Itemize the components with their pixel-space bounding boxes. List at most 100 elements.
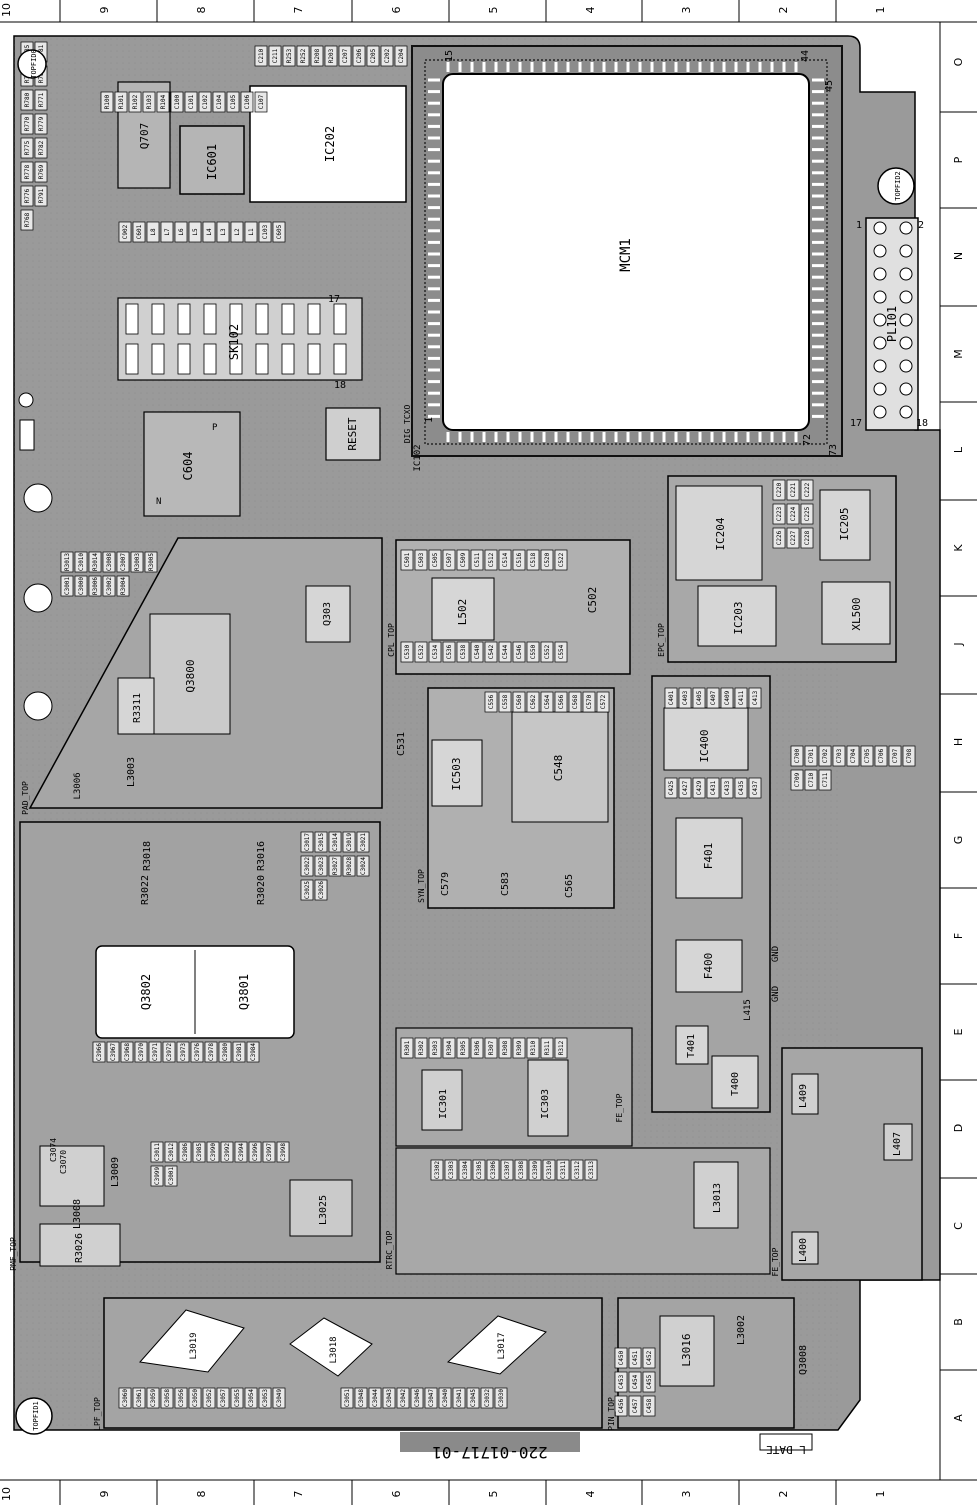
part-reference: C3312	[574, 1161, 581, 1179]
part-reference: C104	[216, 94, 223, 109]
part-reference: C457	[632, 1398, 639, 1413]
smd-pad	[300, 855, 314, 877]
part-reference: C710	[808, 772, 815, 787]
part-reference: R778	[24, 164, 31, 179]
part-reference: C507	[446, 552, 453, 567]
smd-pad	[526, 1037, 540, 1059]
smd-pad	[664, 687, 678, 709]
smd-pad	[540, 691, 554, 713]
part-reference: C572	[600, 694, 607, 709]
part-reference: C3023	[318, 857, 325, 875]
gnd-label-2: GND	[771, 986, 781, 1002]
smd-pad	[368, 1387, 382, 1409]
part-reference: C3973	[180, 1043, 187, 1061]
smd-pad	[218, 1041, 232, 1063]
fiducial-label-bottom: TOPFID1	[32, 1401, 40, 1431]
grid-row-label: P	[952, 156, 965, 163]
smd-pad	[88, 575, 102, 597]
smd-pad	[230, 221, 244, 243]
part-reference: R208	[314, 48, 321, 63]
part-reference: C103	[262, 224, 269, 239]
smd-pad	[314, 879, 328, 901]
part-reference: C3310	[546, 1161, 553, 1179]
part-reference: R776	[24, 188, 31, 203]
part-reference: C3059	[150, 1389, 157, 1407]
part-reference: C3046	[414, 1389, 421, 1407]
r3018-label: R3018	[142, 841, 153, 871]
l3025-label: L3025	[318, 1195, 329, 1225]
part-reference: C700	[794, 748, 801, 763]
smd-pad	[146, 221, 160, 243]
part-reference: C552	[544, 644, 551, 659]
smd-pad	[162, 1041, 176, 1063]
fe-top-label-2: FE_TOP	[771, 1247, 780, 1276]
part-reference: C3302	[434, 1161, 441, 1179]
smd-pad	[254, 91, 268, 113]
part-reference: R3003	[134, 553, 141, 571]
part-reference: R775	[24, 140, 31, 155]
part-reference: C3985	[196, 1143, 203, 1161]
part-reference: C105	[230, 94, 237, 109]
connector-pin	[873, 290, 887, 304]
part-reference: C3026	[318, 881, 325, 899]
part-reference: R769	[38, 164, 45, 179]
part-reference: C435	[738, 780, 745, 795]
reset-label: RESET	[346, 417, 359, 450]
smd-pad	[174, 1387, 188, 1409]
grid-column-label: 6	[390, 7, 403, 14]
connector-pin	[873, 359, 887, 373]
part-reference: C101	[188, 94, 195, 109]
part-reference: C711	[822, 772, 829, 787]
l3003-label: L3003	[126, 757, 137, 787]
smd-pad	[818, 745, 832, 767]
smd-pad	[328, 855, 342, 877]
part-reference: C3307	[504, 1161, 511, 1179]
smd-pad	[556, 1159, 570, 1181]
smd-pad	[60, 575, 74, 597]
smd-pad	[424, 1387, 438, 1409]
smd-pad	[512, 641, 526, 663]
smd-pad	[772, 479, 786, 501]
smd-pad	[20, 113, 34, 135]
smd-pad	[146, 1387, 160, 1409]
smd-pad	[428, 1037, 442, 1059]
smd-pad	[198, 91, 212, 113]
smd-pad	[472, 1159, 486, 1181]
part-reference: C3021	[360, 833, 367, 851]
connector-pin	[899, 359, 913, 373]
smd-pad	[188, 1387, 202, 1409]
part-reference: C437	[752, 780, 759, 795]
part-reference: C3054	[248, 1389, 255, 1407]
connector-pin	[899, 267, 913, 281]
part-reference: R310	[530, 1040, 537, 1055]
q303-label: Q303	[322, 602, 333, 626]
smd-pad	[786, 479, 800, 501]
q3802-label: Q3802	[139, 974, 153, 1010]
smd-pad	[818, 769, 832, 791]
grid-column-label: 7	[292, 1491, 305, 1498]
cpl-top-label: CPL_TOP	[387, 623, 396, 657]
grid-row-label: H	[952, 738, 965, 746]
mcm-pin-44: 44	[800, 50, 811, 62]
part-reference: C3040	[442, 1389, 449, 1407]
part-reference: C456	[618, 1398, 625, 1413]
smd-pad	[414, 549, 428, 571]
grid-column-label: 2	[777, 1491, 790, 1498]
part-reference: C413	[752, 690, 759, 705]
grid-row-label: D	[952, 1124, 965, 1132]
part-reference: C407	[710, 690, 717, 705]
part-reference: C3047	[428, 1389, 435, 1407]
part-reference: R102	[132, 94, 139, 109]
smd-pad	[268, 45, 282, 67]
part-reference: C3976	[194, 1043, 201, 1061]
part-reference: L7	[164, 228, 171, 236]
smd-pad	[314, 831, 328, 853]
part-reference: R104	[160, 94, 167, 109]
smd-pad	[34, 113, 48, 135]
rtrc-top-label: RTRC_TOP	[385, 1231, 394, 1270]
smd-pad	[150, 1165, 164, 1187]
part-reference: C3313	[588, 1161, 595, 1179]
part-reference: C454	[632, 1374, 639, 1389]
ic301-label: IC301	[438, 1089, 449, 1119]
smd-pad	[272, 1387, 286, 1409]
